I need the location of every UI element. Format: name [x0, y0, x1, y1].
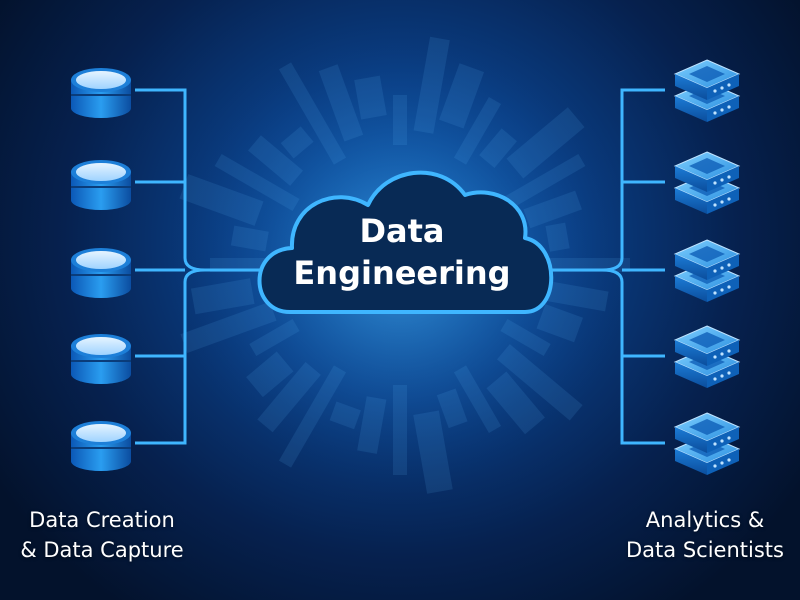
database-icon [71, 421, 131, 471]
server-icon [673, 412, 741, 475]
cloud-icon: Data Engineering [257, 170, 554, 314]
cloud-title-line2: Engineering [293, 254, 510, 292]
left-connectors [135, 88, 275, 445]
right-label-line1: Analytics & [645, 508, 765, 532]
database-icon [71, 68, 131, 118]
right-group-label: Analytics & Data Scientists [610, 505, 800, 565]
database-icon [71, 248, 131, 298]
server-icon [673, 325, 741, 388]
right-label-line2: Data Scientists [626, 538, 784, 562]
left-source-icons [71, 68, 131, 471]
right-connectors [530, 88, 665, 445]
server-icon [673, 239, 741, 302]
left-label-line2: & Data Capture [20, 538, 184, 562]
database-icon [71, 160, 131, 210]
server-icon [673, 151, 741, 214]
cloud-title-line1: Data [359, 212, 444, 250]
database-icon [71, 334, 131, 384]
left-label-line1: Data Creation [29, 508, 175, 532]
right-target-icons [673, 59, 741, 475]
server-icon [673, 59, 741, 122]
left-group-label: Data Creation & Data Capture [0, 505, 204, 565]
